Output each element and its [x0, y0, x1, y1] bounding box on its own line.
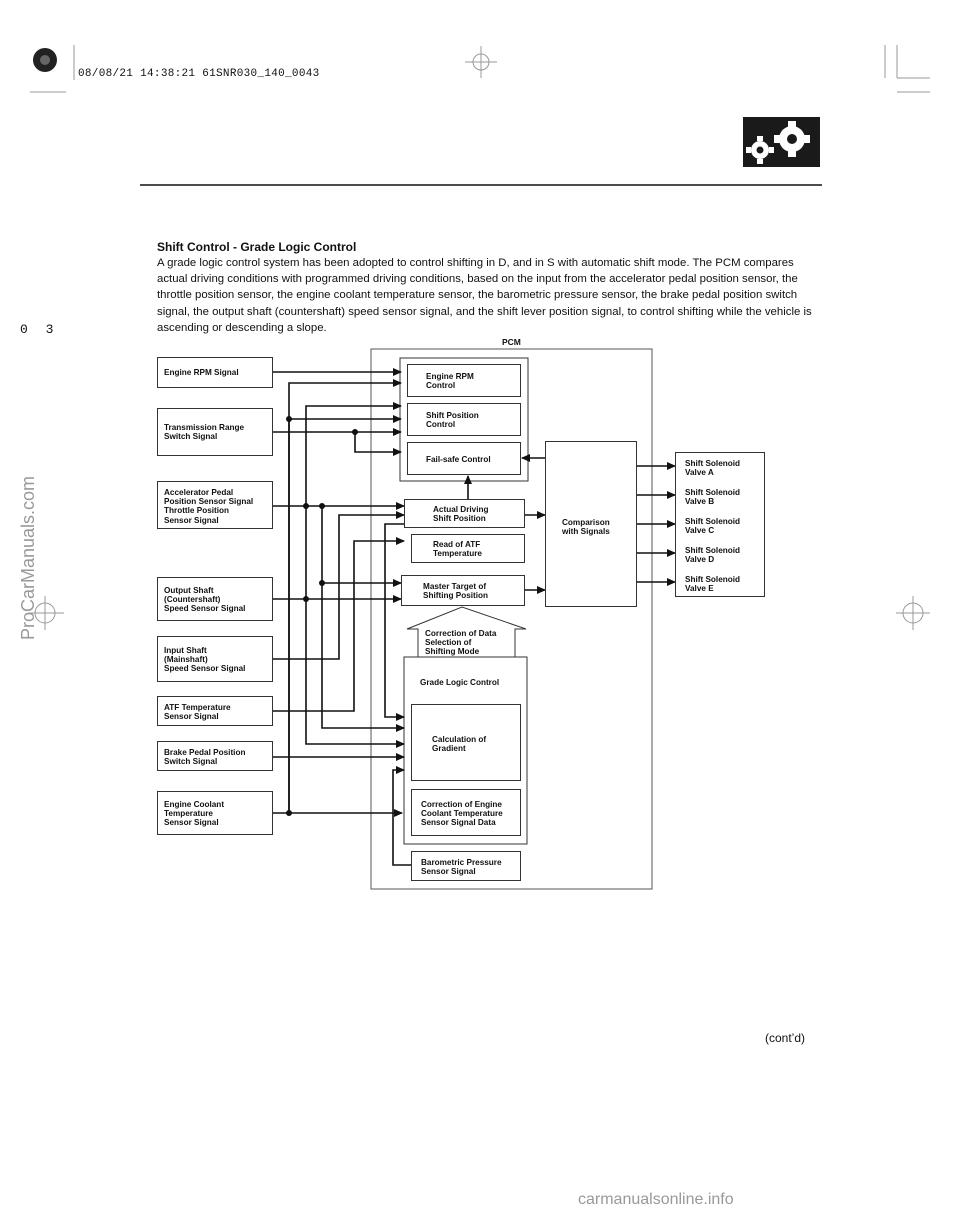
input-brake-pedal: Brake Pedal Position Switch Signal [157, 741, 273, 771]
block-label: Correction of Engine Coolant Temperature… [421, 800, 503, 828]
output-solenoid-a: Shift Solenoid Valve A [685, 459, 741, 478]
block-comparison: Comparison with Signals [545, 441, 637, 607]
output-solenoid-d: Shift Solenoid Valve D [685, 546, 741, 565]
block-read-atf: Read of ATF Temperature [411, 534, 525, 563]
input-label: Engine Coolant Temperature Sensor Signal [164, 800, 225, 828]
grade-logic-label: Grade Logic Control [420, 678, 500, 687]
output-solenoid-b: Shift Solenoid Valve B [685, 488, 741, 507]
block-label: Comparison with Signals [562, 518, 610, 537]
input-label: Engine RPM Signal [164, 368, 239, 377]
block-master-target: Master Target of Shifting Position [401, 575, 525, 606]
block-shift-position-control: Shift Position Control [407, 403, 521, 436]
input-engine-rpm: Engine RPM Signal [157, 357, 273, 388]
input-input-shaft: Input Shaft (Mainshaft) Speed Sensor Sig… [157, 636, 273, 682]
crop-mark-icon [28, 45, 930, 630]
section-title: Shift Control - Grade Logic Control [157, 240, 357, 254]
input-output-shaft: Output Shaft (Countershaft) Speed Sensor… [157, 577, 273, 621]
input-engine-coolant: Engine Coolant Temperature Sensor Signal [157, 791, 273, 835]
output-solenoid-c: Shift Solenoid Valve C [685, 517, 741, 536]
block-correction-ect: Correction of Engine Coolant Temperature… [411, 789, 521, 836]
input-label: Transmission Range Switch Signal [164, 423, 245, 442]
print-stamp: 08/08/21 14:38:21 61SNR030_140_0043 [78, 68, 320, 80]
block-label: Barometric Pressure Sensor Signal [421, 858, 502, 877]
footer-watermark: carmanualsonline.info [578, 1191, 734, 1208]
block-label: Shift Position Control [426, 411, 479, 430]
page-mark: 0 3 [20, 322, 59, 337]
block-label: Fail-safe Control [426, 455, 491, 464]
block-engine-rpm-control: Engine RPM Control [407, 364, 521, 397]
block-label: Master Target of Shifting Position [423, 582, 489, 601]
block-actual-driving: Actual Driving Shift Position [404, 499, 525, 528]
pcm-label: PCM [502, 337, 521, 347]
side-watermark: ProCarManuals.com [18, 475, 38, 640]
input-label: Accelerator Pedal Position Sensor Signal… [164, 488, 254, 525]
input-transmission-range: Transmission Range Switch Signal [157, 408, 273, 456]
output-solenoid-group: Shift Solenoid Valve A Shift Solenoid Va… [675, 452, 765, 597]
section-body: A grade logic control system has been ad… [157, 257, 812, 334]
registration-mark-icon [30, 45, 75, 93]
input-atf-temperature: ATF Temperature Sensor Signal [157, 696, 273, 726]
input-label: ATF Temperature Sensor Signal [164, 703, 231, 722]
block-calc-gradient: Calculation of Gradient [411, 704, 521, 781]
block-label: Read of ATF Temperature [433, 540, 482, 559]
input-label: Brake Pedal Position Switch Signal [164, 748, 246, 767]
input-label: Input Shaft (Mainshaft) Speed Sensor Sig… [164, 646, 246, 674]
block-label: Engine RPM Control [426, 372, 474, 391]
input-label: Output Shaft (Countershaft) Speed Sensor… [164, 586, 246, 614]
block-failsafe-control: Fail-safe Control [407, 442, 521, 475]
continued-note: (cont’d) [765, 1031, 806, 1045]
output-solenoid-e: Shift Solenoid Valve E [685, 575, 741, 594]
correction-selection-label: Correction of Data Selection of Shifting… [425, 629, 497, 657]
block-barometric: Barometric Pressure Sensor Signal [411, 851, 521, 881]
gears-icon [743, 117, 820, 167]
input-accelerator-throttle: Accelerator Pedal Position Sensor Signal… [157, 481, 273, 529]
block-label: Calculation of Gradient [432, 735, 487, 754]
block-label: Actual Driving Shift Position [433, 505, 489, 524]
